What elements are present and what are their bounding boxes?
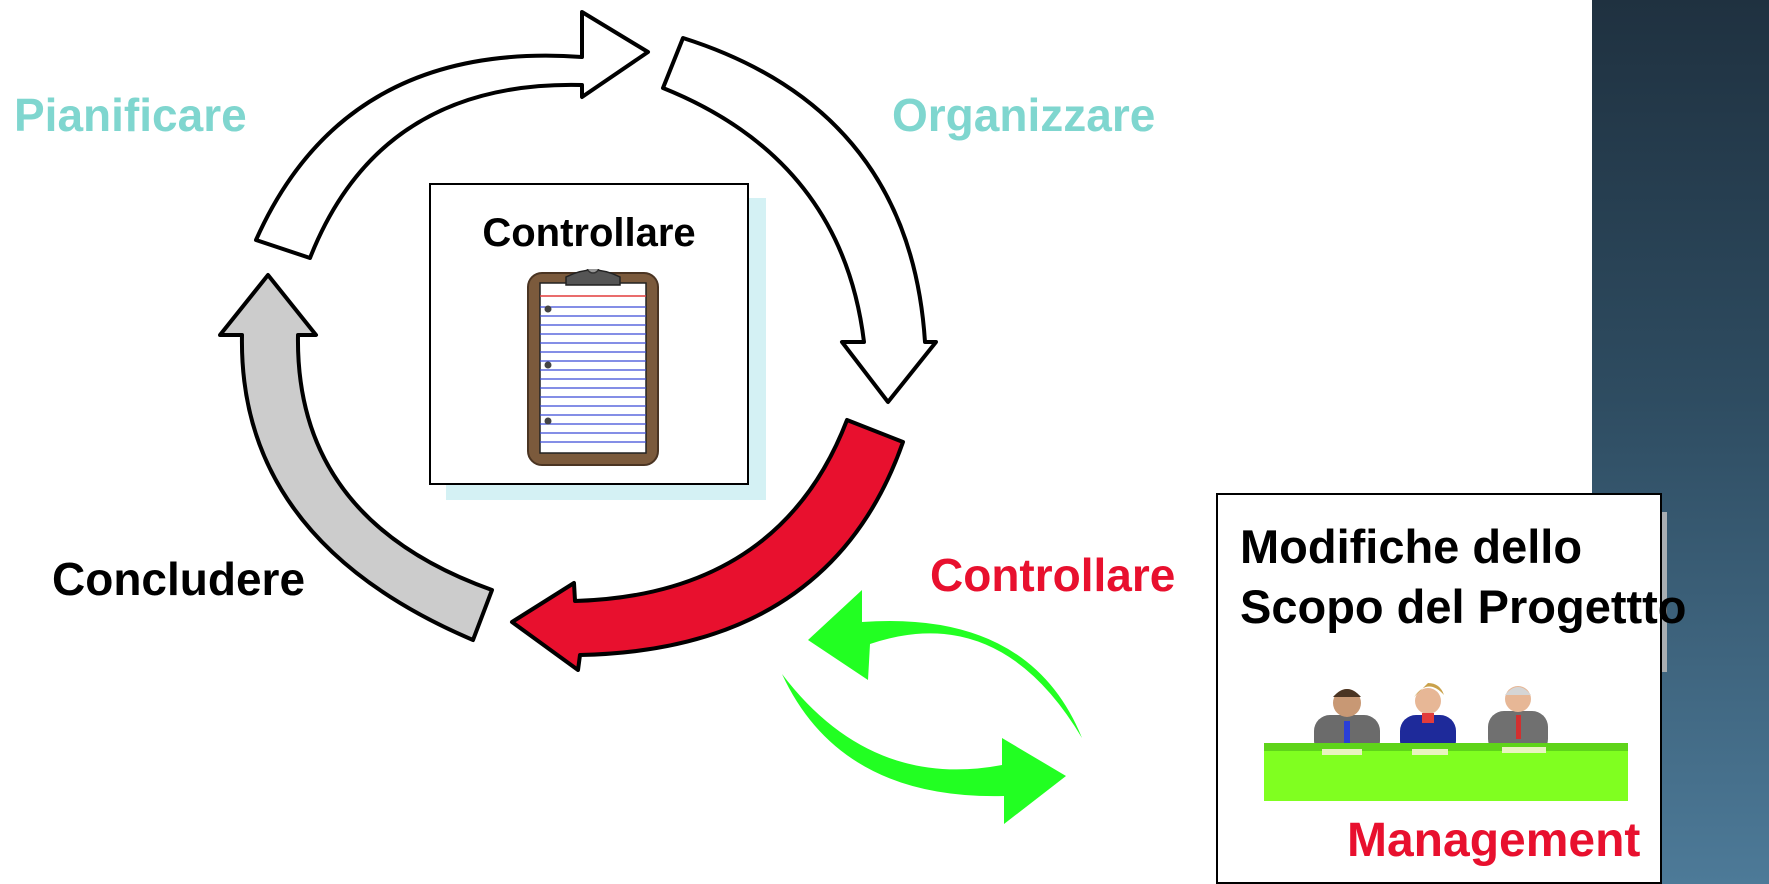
- arrow-green-lower: [782, 674, 1066, 824]
- clipboard-card-title: Controllare: [482, 211, 696, 255]
- arrow-organize-down: [661, 36, 938, 404]
- management-box: Modifiche dello Scopo del Progettto: [1216, 493, 1687, 884]
- arrow-conclude-gray: [218, 273, 494, 642]
- management-label: Management: [1347, 814, 1641, 867]
- clipboard-icon: [527, 269, 659, 466]
- label-conclude: Concludere: [52, 553, 306, 605]
- label-control: Controllare: [930, 549, 1176, 601]
- label-plan: Pianificare: [14, 89, 247, 141]
- arrow-green-upper: [808, 590, 1082, 738]
- management-title-line1: Modifiche dello: [1240, 520, 1583, 573]
- clipboard-card: Controllare: [429, 183, 749, 485]
- arrow-control-red: [510, 418, 905, 672]
- management-title-line2: Scopo del Progettto: [1240, 580, 1687, 633]
- management-box-title: Modifiche dello Scopo del Progettto: [1240, 517, 1687, 637]
- label-organize: Organizzare: [892, 89, 1156, 141]
- meeting-table-illustration: [1264, 683, 1628, 801]
- arrow-plan-to-organize: [254, 10, 650, 260]
